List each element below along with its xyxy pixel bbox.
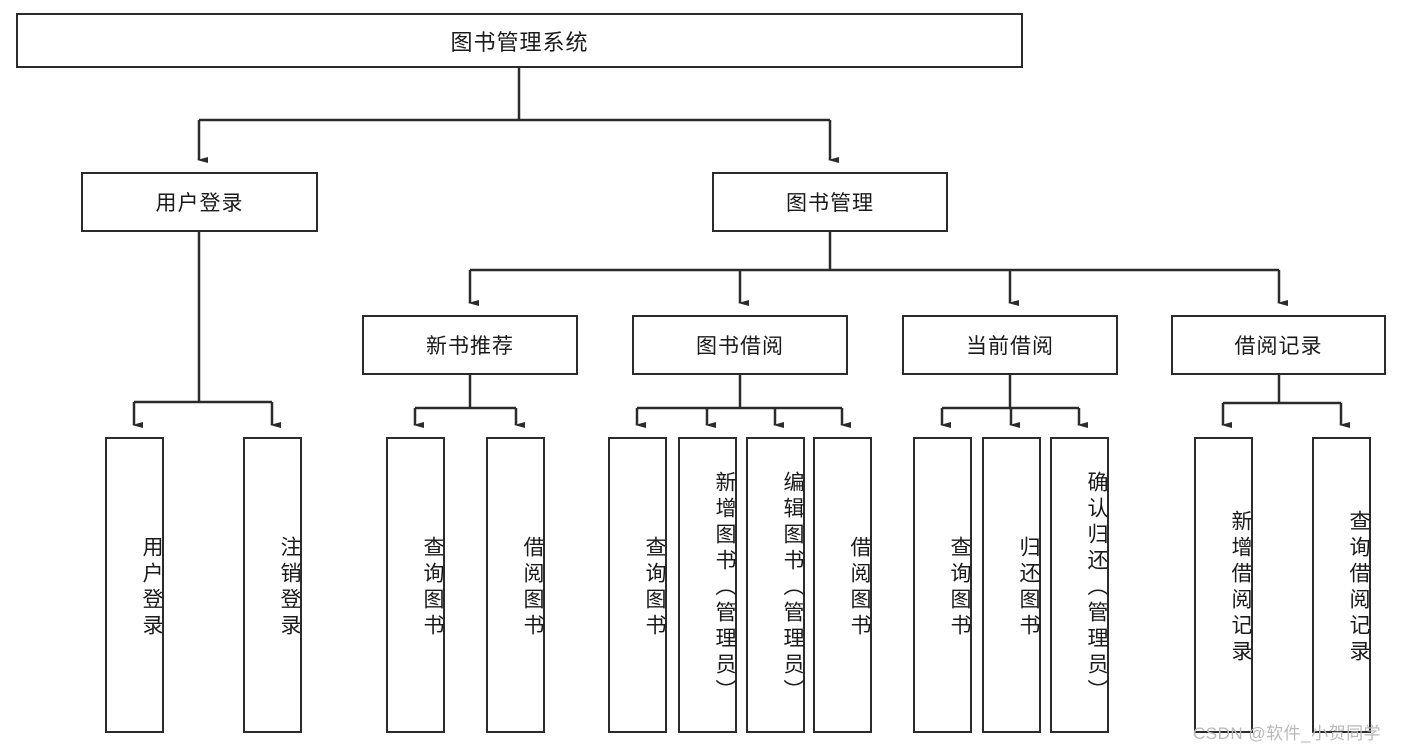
node-label: 用户登录: [140, 536, 163, 640]
node-label: 借阅记录: [1234, 335, 1323, 358]
node-label: 图书借阅: [696, 335, 784, 358]
leaf-query-books-recommendation[interactable]: 查询图书: [386, 437, 445, 733]
node-book-management[interactable]: 图书管理: [712, 172, 948, 232]
node-label: 用户登录: [155, 192, 244, 215]
node-label: 归还图书: [1017, 536, 1040, 640]
node-label: 图书管理: [786, 192, 874, 215]
csdn-watermark: CSDN @软件_小贺同学: [1193, 724, 1382, 743]
leaf-borrow-books-recommendation[interactable]: 借阅图书: [486, 437, 545, 733]
node-label: 编辑图书（管理员）: [781, 471, 804, 705]
node-book-borrowing[interactable]: 图书借阅: [632, 315, 848, 375]
node-label: 新增图书（管理员）: [713, 471, 736, 705]
node-label: 查询图书: [643, 536, 666, 640]
leaf-query-books-borrowing[interactable]: 查询图书: [608, 437, 667, 733]
node-label: 当前借阅: [966, 335, 1054, 358]
leaf-return-books[interactable]: 归还图书: [982, 437, 1041, 733]
leaf-edit-book-admin[interactable]: 编辑图书（管理员）: [746, 437, 805, 733]
node-label: 查询借阅记录: [1347, 510, 1370, 666]
node-label: 借阅图书: [848, 536, 871, 640]
node-label: 查询图书: [421, 536, 444, 640]
node-label: 查询图书: [948, 536, 971, 640]
leaf-borrow-books[interactable]: 借阅图书: [813, 437, 872, 733]
node-current-borrowing[interactable]: 当前借阅: [902, 315, 1118, 375]
leaf-confirm-return-admin[interactable]: 确认归还（管理员）: [1050, 437, 1109, 733]
leaf-logout[interactable]: 注销登录: [243, 437, 302, 733]
node-new-book-recommendation[interactable]: 新书推荐: [362, 315, 578, 375]
node-label: 借阅图书: [521, 536, 544, 640]
leaf-add-borrow-record[interactable]: 新增借阅记录: [1194, 437, 1253, 733]
node-label: 注销登录: [278, 536, 301, 640]
node-user-login[interactable]: 用户登录: [81, 172, 318, 232]
node-root-book-management-system[interactable]: 图书管理系统: [16, 13, 1023, 68]
node-label: 新书推荐: [426, 335, 514, 358]
node-label: 确认归还（管理员）: [1085, 471, 1108, 705]
node-borrow-records[interactable]: 借阅记录: [1171, 315, 1386, 375]
leaf-add-book-admin[interactable]: 新增图书（管理员）: [678, 437, 737, 733]
leaf-query-books-current[interactable]: 查询图书: [913, 437, 972, 733]
leaf-query-borrow-record[interactable]: 查询借阅记录: [1312, 437, 1371, 733]
leaf-user-login[interactable]: 用户登录: [105, 437, 164, 733]
node-label: 新增借阅记录: [1229, 510, 1252, 666]
node-label: 图书管理系统: [450, 29, 589, 55]
